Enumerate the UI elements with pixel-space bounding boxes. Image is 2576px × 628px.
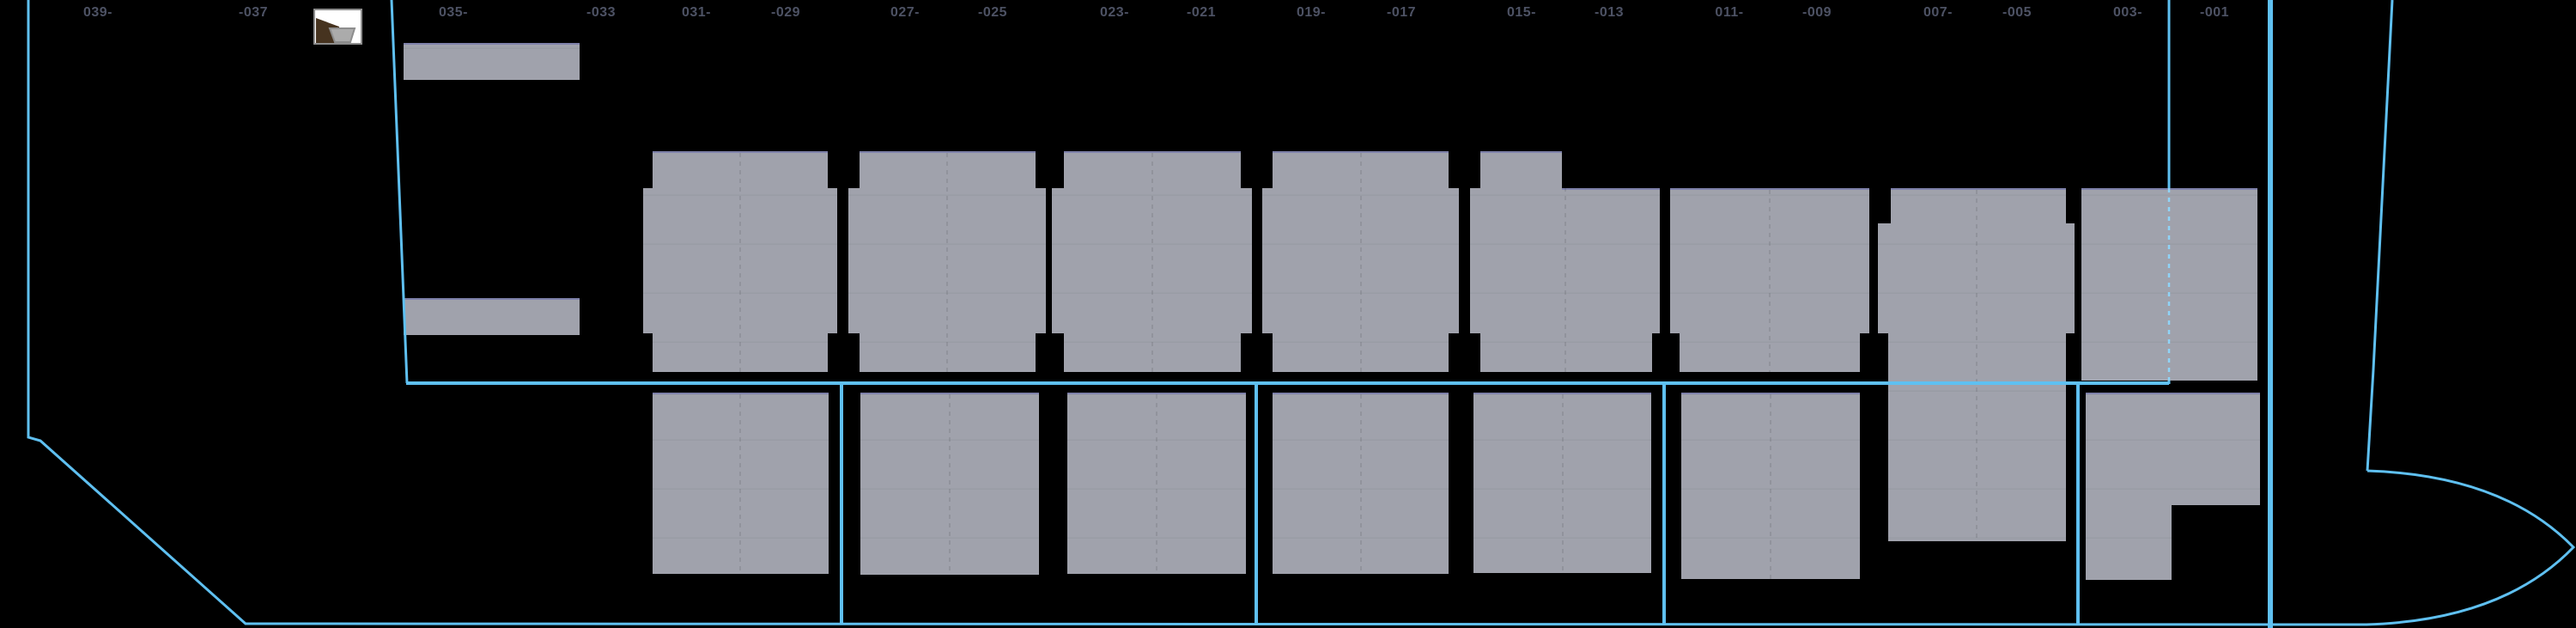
unit-label: -037: [238, 5, 269, 20]
unit-label: 031-: [681, 5, 712, 20]
block-top-edge: [2086, 393, 2260, 394]
unit-block-003-001-south[interactable]: [2086, 393, 2260, 580]
unit-block-027-025[interactable]: [848, 151, 1046, 372]
unit-block-031-029[interactable]: [643, 151, 837, 372]
unit-label: -013: [1594, 5, 1625, 20]
unit-label: 003-: [2112, 5, 2143, 20]
block-top-edge: [404, 43, 580, 45]
thumbnail-cup-shape: [328, 27, 356, 43]
block-top-edge: [653, 151, 828, 153]
block-top-edge: [1670, 188, 1869, 190]
unit-label: 011-: [1715, 5, 1744, 20]
unit-label: 007-: [1923, 5, 1953, 20]
unit-block-011-009-south[interactable]: [1681, 393, 1860, 579]
unit-block-015-013-south[interactable]: [1473, 393, 1651, 573]
unit-strip-035-south[interactable]: [404, 298, 580, 335]
block-top-edge: [1273, 151, 1449, 153]
unit-label: 023-: [1099, 5, 1130, 20]
unit-label: 019-: [1296, 5, 1327, 20]
unit-block-011-009[interactable]: [1670, 188, 1869, 372]
block-top-edge: [653, 393, 829, 394]
unit-label: 039-: [82, 5, 113, 20]
block-top-edge: [1562, 188, 1660, 190]
far-east-boundary: [2366, 0, 2394, 472]
block-top-edge: [404, 298, 580, 300]
unit-label: -029: [770, 5, 801, 20]
unit-block-019-017-south[interactable]: [1273, 393, 1449, 574]
east-pond-curve: [2366, 469, 2576, 626]
block-top-edge: [860, 393, 1039, 394]
unit-label: -005: [2002, 5, 2032, 20]
block-top-edge: [1480, 151, 1562, 153]
west-lot-line: [390, 0, 409, 384]
unit-label: 027-: [890, 5, 920, 20]
photo-thumbnail-icon[interactable]: [313, 9, 362, 45]
block-top-edge: [1067, 393, 1246, 394]
unit-block-023-021-south[interactable]: [1067, 393, 1246, 574]
unit-label: 015-: [1506, 5, 1537, 20]
unit-block-027-025-south[interactable]: [860, 393, 1039, 575]
unit-label: -025: [977, 5, 1008, 20]
unit-block-019-017[interactable]: [1262, 151, 1459, 372]
block-top-edge: [1273, 393, 1449, 394]
unit-label-row: 039- -037 035- -033 031- -029 027- -025 023- -021…: [0, 0, 2576, 34]
unit-label: -033: [586, 5, 617, 20]
unit-block-015-013[interactable]: [1470, 151, 1660, 372]
left-property-boundary: [27, 0, 2368, 626]
block-top-edge: [860, 151, 1036, 153]
unit-label: -001: [2199, 5, 2230, 20]
unit-label: -017: [1386, 5, 1417, 20]
block-top-edge: [1064, 151, 1241, 153]
unit-block-031-029-south[interactable]: [653, 393, 829, 574]
block-top-edge: [1891, 188, 2066, 190]
unit-label: 035-: [438, 5, 469, 20]
unit-label: -021: [1186, 5, 1217, 20]
unit-label: -009: [1801, 5, 1832, 20]
unit-block-007-005[interactable]: [1878, 188, 2075, 541]
unit-strip-035-north[interactable]: [404, 43, 580, 80]
block-top-edge: [1681, 393, 1860, 394]
unit-block-023-021[interactable]: [1052, 151, 1252, 372]
block-top-edge: [1473, 393, 1651, 394]
